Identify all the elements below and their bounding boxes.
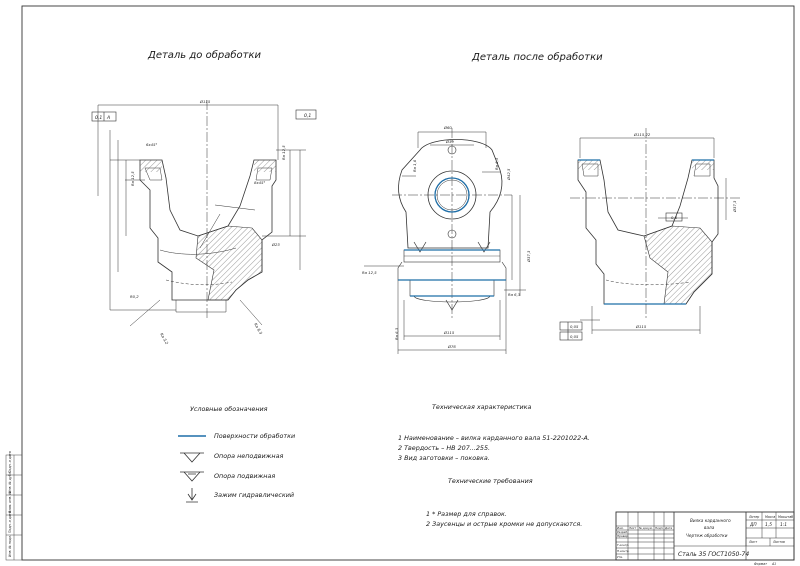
dims-after-front	[364, 128, 526, 354]
dim-label: Ø60	[443, 125, 452, 130]
margin-label: Инв. № подл.	[8, 535, 12, 557]
title-block-name: вала	[704, 525, 715, 530]
requirements-title: Технические требования	[448, 477, 533, 485]
tech-spec-line: 2 Твердость – НВ 207...255.	[398, 444, 491, 452]
sheet-border	[21, 5, 795, 561]
dim-label: Ø37,3	[732, 200, 737, 213]
margin-strip	[5, 454, 23, 561]
dim-label: Ø115	[443, 330, 455, 335]
gdt-value: 0,05	[570, 334, 579, 339]
view-before	[139, 159, 277, 313]
requirement-line: 1 * Размер для справок.	[426, 510, 507, 518]
dims-before	[97, 100, 306, 327]
title-block-role: Разраб.	[617, 530, 628, 534]
margin-label: Взам. инв. №	[8, 491, 12, 513]
title-block-role: Н.контр.	[617, 549, 630, 553]
legend-title: Условные обозначения	[190, 405, 268, 413]
title-block-sheet: Лист	[748, 540, 757, 544]
title-block-mass: 1,5	[765, 522, 772, 528]
gdt-value: 0,05	[570, 324, 579, 329]
title-block-format: Формат	[754, 562, 767, 566]
view-title-after: Деталь после обработки	[472, 52, 603, 63]
title-block-header: Масштаб	[778, 515, 793, 519]
roughness-label: Ra 12,5	[281, 145, 286, 160]
tech-spec-line: 3 Вид заготовки – поковка.	[398, 454, 490, 462]
fixed-support-icon	[477, 241, 491, 253]
title-block-role: Провер.	[617, 534, 629, 538]
margin-label: Подп. и дата	[8, 451, 12, 473]
dim-label: Ø76	[447, 344, 456, 349]
roughness-label: Ra 12,5	[130, 171, 135, 186]
roughness-label: Ra 6,3	[394, 327, 399, 340]
blank-outline	[139, 159, 277, 301]
dim-label: Ø115,22	[633, 132, 651, 137]
margin-label: Инв. № дубл.	[8, 471, 12, 493]
dim-label: R0,2	[130, 294, 139, 299]
legend-item-fixed: Опора неподвижная	[214, 452, 284, 460]
title-block-material: Сталь 35 ГОСТ1050-74	[678, 551, 749, 558]
dim-label: Ø115	[199, 99, 211, 104]
dim-label: Ø37,3	[526, 250, 531, 263]
title-block	[615, 511, 795, 561]
fixed-support-icon	[413, 241, 427, 253]
title-block-name: Вилка карданного	[690, 518, 731, 523]
gdt-value: 0,1	[304, 113, 311, 119]
dims-after-section	[570, 128, 740, 334]
title-block-role: Утв.	[617, 555, 623, 559]
title-block-header: Масса	[765, 515, 775, 519]
movable-support-icon	[180, 471, 204, 482]
title-block-litera: ДП	[749, 522, 757, 528]
margin-label: Подп. и дата	[8, 511, 12, 533]
view-title-before: Деталь до обработки	[148, 50, 262, 61]
legend-item-clamp: Зажим гидравлический	[214, 491, 295, 499]
roughness-label: Ra 12,5	[362, 270, 377, 275]
legend-symbols	[178, 435, 206, 503]
tech-spec-line: 1 Наименование – вилка карданного вала 5…	[398, 434, 590, 442]
tech-spec-title: Техническая характеристика	[432, 403, 532, 411]
title-block-header: Литер	[748, 515, 759, 519]
gdt-value: 0,6	[671, 215, 678, 220]
legend-item-movable: Опора подвижная	[214, 472, 276, 480]
gdt-frames-before	[91, 109, 317, 122]
dim-label: 6х45°	[146, 142, 157, 147]
roughness-label: Ra 6,3	[253, 322, 264, 336]
dim-label: Ø23	[271, 242, 280, 247]
gdt-datum: A	[106, 115, 110, 121]
title-block-row: Лист	[628, 526, 636, 530]
requirement-line: 2 Заусенцы и острые кромки не допускаютс…	[426, 520, 583, 528]
title-block-sheets: Листов	[772, 540, 785, 544]
title-block-row: Дата	[664, 526, 673, 530]
title-block-row: Изм.	[617, 526, 624, 530]
fixture-symbols	[413, 241, 491, 311]
fixed-support-icon	[180, 452, 204, 463]
title-block-name: Чертеж обработки	[686, 533, 728, 538]
gdt-value: 0,1	[95, 115, 102, 121]
legend-item-surface: Поверхности обработки	[214, 432, 296, 440]
movable-support-icon	[445, 299, 459, 311]
dim-label: Ø39	[445, 139, 454, 144]
roughness-label: Ra 6,3	[494, 157, 499, 170]
title-block-format-value: A1	[771, 562, 776, 566]
title-block-row: № докум.	[638, 526, 653, 530]
dim-label: Ø115	[635, 324, 647, 329]
roughness-label: Ra 1,6	[412, 159, 417, 172]
roughness-label: Ra 3,2	[159, 332, 170, 346]
roughness-label: Ra 6,3	[508, 292, 521, 297]
hydraulic-clamp-icon	[186, 488, 198, 503]
dim-label: Ø42,5	[506, 168, 511, 181]
section-hatch-after	[643, 225, 713, 305]
title-block-role: Т.контр.	[617, 543, 629, 547]
gdt-frames-after	[559, 212, 683, 341]
title-block-row: Подп.	[655, 526, 664, 530]
machined-surfaces	[398, 159, 714, 305]
margin-labels: Инв. № подл. Подп. и дата Взам. инв. № И…	[8, 451, 12, 557]
title-block-scale: 1:1	[780, 522, 787, 528]
dim-label: 8х45°	[254, 180, 265, 185]
section-hatch-before	[195, 225, 263, 301]
